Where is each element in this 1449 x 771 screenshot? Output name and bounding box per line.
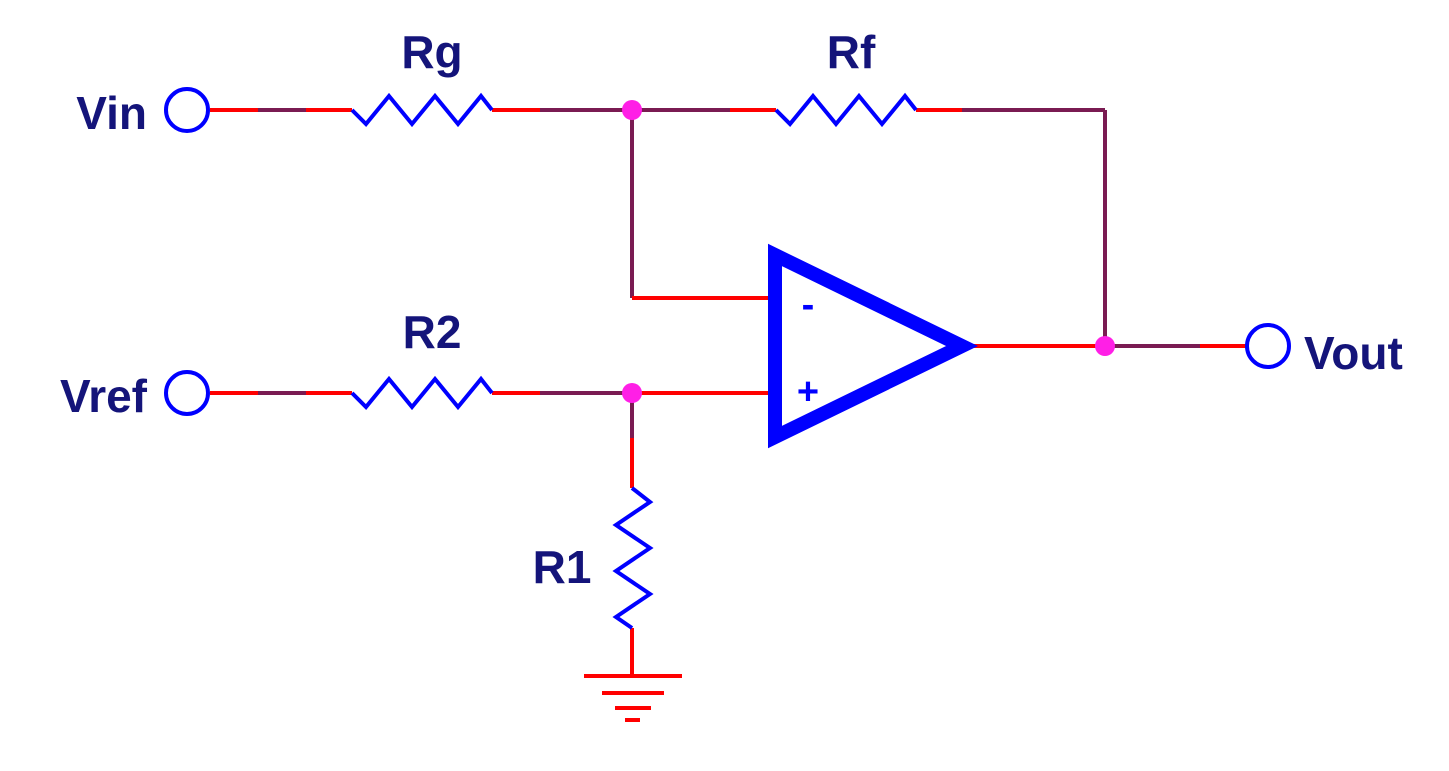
resistor-r1 [612, 486, 654, 630]
junction-inverting [622, 100, 642, 120]
label-rf: Rf [827, 26, 876, 78]
terminal-vref [164, 370, 210, 416]
opamp-triangle [768, 243, 978, 449]
resistor-r2 [350, 375, 494, 411]
resistor-rg [350, 92, 494, 128]
resistor-rf [774, 92, 918, 128]
label-vout: Vout [1304, 327, 1403, 379]
opamp-minus-sign: - [802, 284, 815, 326]
terminal-vout [1245, 323, 1291, 369]
ground-symbol [584, 674, 682, 722]
opamp-plus-sign: + [797, 371, 819, 413]
junction-output [1095, 336, 1115, 356]
label-vref: Vref [60, 370, 148, 422]
label-r1: R1 [533, 541, 592, 593]
terminal-vin [164, 87, 210, 133]
label-r2: R2 [403, 306, 462, 358]
label-vin: Vin [76, 87, 147, 139]
label-rg: Rg [401, 26, 462, 78]
junction-noninverting [622, 383, 642, 403]
labels: Vin Vref Vout Rg Rf R2 R1 [60, 26, 1403, 593]
wires [210, 108, 1247, 676]
